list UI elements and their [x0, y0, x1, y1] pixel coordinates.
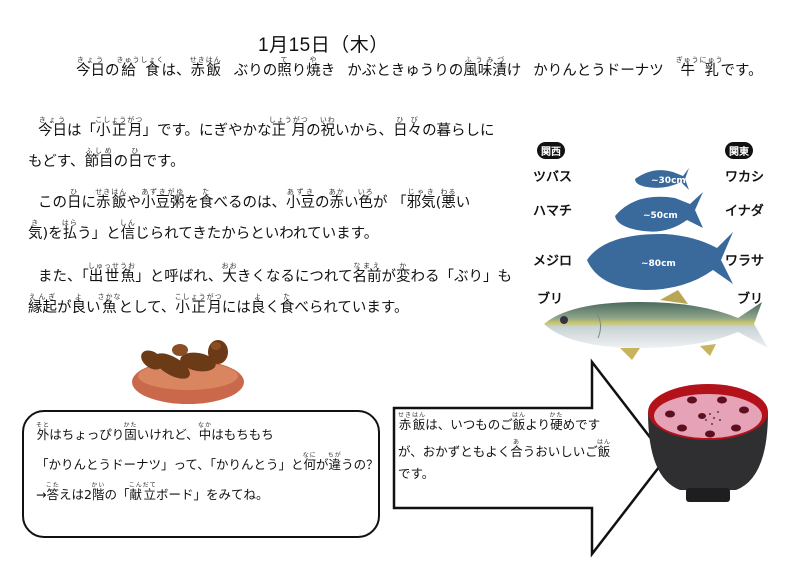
karinto-bowl-icon — [132, 340, 244, 404]
karinto-line-3: →答こたえは2階かいの「献立こんだてボード」をみてね。 — [36, 482, 269, 502]
sekihan-line-3: です。 — [398, 466, 435, 481]
size-label-2: ~50cm — [643, 211, 678, 221]
kansai-badge: 関西 — [537, 142, 565, 159]
article-paragraph-2: この日ひに赤飯せきはんや小豆粥あずきがゆを食たべるのは、小豆あずきの赤あかい色い… — [28, 188, 508, 250]
article-line: もどす、節目ふしめの日ひです。 — [28, 147, 185, 170]
size-label-1: ~30cm — [651, 176, 686, 186]
kanto-name-1: ワカシ — [725, 170, 765, 185]
buri-name-chart: 関西 関東 ツバス ワカシ ハマチ イナダ メジロ ワラサ ブリ ブリ ~30c… — [525, 138, 800, 370]
article-line: また、「出世魚しゅっせうお」と呼ばれ、大おおきくなるにつれて名前なまえが変かわる… — [38, 262, 512, 285]
kanto-badge: 関東 — [725, 142, 753, 159]
article-line: 今日きょうは「小正月こしょうがつ」です。にぎやかな正月しょうがつの祝いわいから、… — [38, 116, 495, 139]
article-line: 縁起えんぎが良よい魚さかなとして、小正月こしょうがつには良よく食たべられています… — [28, 293, 409, 316]
article-paragraph-3: また、「出世魚しゅっせうお」と呼ばれ、大おおきくなるにつれて名前なまえが変かわる… — [28, 262, 512, 324]
sekihan-info-text: 赤飯せきはんは、いつものご飯はんより硬かためです が、おかずともよく合あうおいし… — [398, 412, 628, 488]
page-date: 1月15日（木） — [258, 35, 389, 56]
size-label-3: ~80cm — [641, 259, 676, 269]
kanto-name-3: ワラサ — [725, 254, 765, 269]
sekihan-bowl-icon — [648, 384, 768, 502]
article-line: この日ひに赤飯せきはんや小豆粥あずきがゆを食たべるのは、小豆あずきの赤あかい色い… — [38, 188, 471, 211]
fish-silhouettes-icon: ~30cm ~50cm ~80cm — [587, 168, 733, 290]
karinto-line-1: 外そとはちょっぴり固かたいけれど、中なかはもちもち — [36, 422, 274, 442]
kansai-name-1: ツバス — [533, 170, 573, 185]
sekihan-line-1: 赤飯せきはんは、いつものご飯はんより硬かためです — [398, 412, 601, 432]
sekihan-line-2: が、おかずともよく合あうおいしいご飯はん — [398, 439, 612, 459]
kansai-name-3: メジロ — [533, 254, 573, 269]
karinto-info-box: 外そとはちょっぴり固かたいけれど、中なかはもちもち 「かりんとうドーナツ」って、… — [22, 410, 380, 538]
arrow-shape-icon — [392, 358, 668, 558]
menu-line: 今日きょうの給食きゅうしょくは、赤飯せきはんぶりの照てり焼やきかぶときゅうりの風… — [76, 56, 763, 79]
kansai-name-4: ブリ — [537, 292, 564, 307]
article-paragraph-1: 今日きょうは「小正月こしょうがつ」です。にぎやかな正月しょうがつの祝いわいから、… — [28, 116, 508, 178]
article-line: 気き)を払はらう」と信しんじられてきたからといわれています。 — [28, 219, 379, 242]
buri-fish-icon — [544, 290, 768, 360]
karinto-line-2: 「かりんとうドーナツ」って、「かりんとう」と何なにが違ちがうの？ — [36, 452, 379, 472]
kanto-name-4: ブリ — [737, 292, 764, 307]
kanto-name-2: イナダ — [725, 204, 764, 219]
kansai-name-2: ハマチ — [533, 204, 573, 219]
